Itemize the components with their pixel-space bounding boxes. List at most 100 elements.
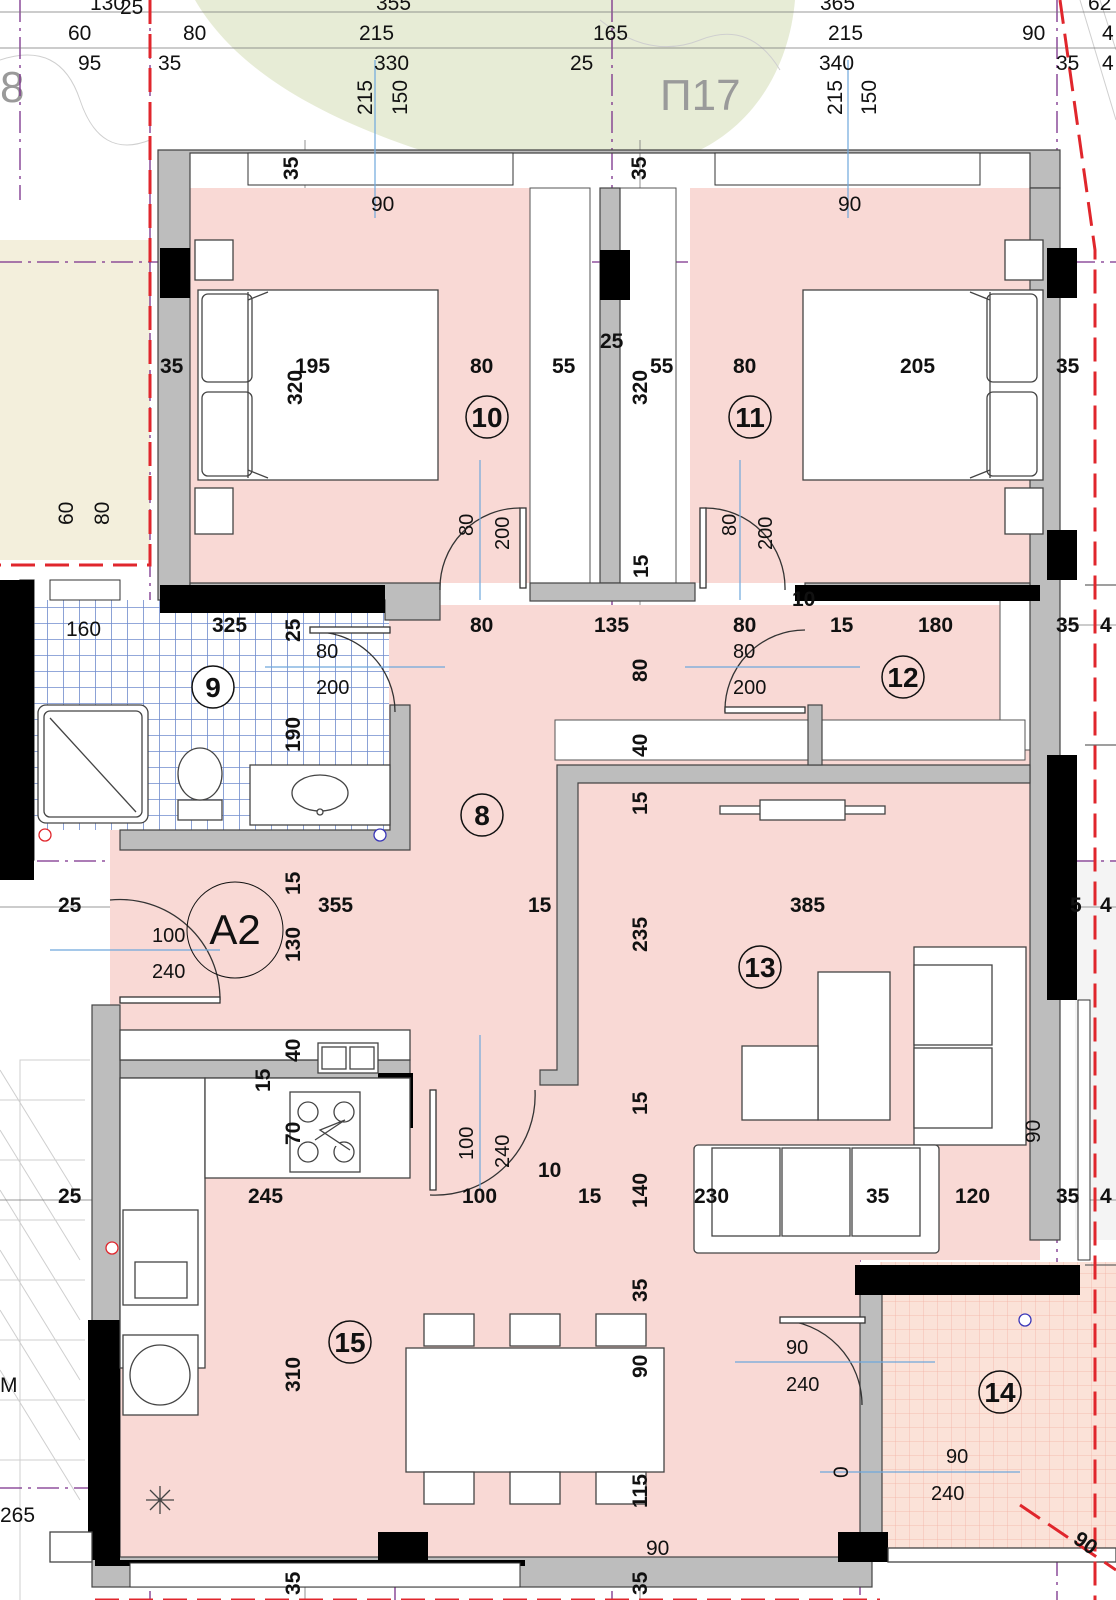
coffee-table xyxy=(741,971,891,1121)
top-dim-215-v2: 215 xyxy=(824,80,847,115)
dim-90g: 90 xyxy=(646,1537,669,1560)
kitchen-counter xyxy=(119,1029,411,1514)
dim-80c: 80 xyxy=(91,502,114,525)
room-number-13: 13 xyxy=(744,952,775,983)
top-dim-365: 365 xyxy=(820,0,855,15)
top-dim-355: 355 xyxy=(376,0,411,15)
dim-40a: 40 xyxy=(629,734,652,757)
dim-200d: 200 xyxy=(733,677,766,699)
dim-90b: 90 xyxy=(838,193,861,216)
room-number-11: 11 xyxy=(735,402,765,433)
sheet-tag: П17 xyxy=(660,71,741,120)
dim-M: М xyxy=(0,1374,18,1397)
dim-35b: 35 xyxy=(628,156,651,180)
dim-80h: 80 xyxy=(316,641,338,663)
dim-80j: 80 xyxy=(733,641,755,663)
armchair xyxy=(913,946,1027,1146)
top-dim-165: 165 xyxy=(593,22,628,45)
dim-130: 130 xyxy=(282,927,305,962)
dim-90a: 90 xyxy=(371,193,394,216)
room-label-8: 8 xyxy=(460,793,504,837)
dim-4a: 4 xyxy=(1100,614,1112,637)
dim-35a: 35 xyxy=(280,156,303,180)
door-11 xyxy=(704,507,786,591)
dim-25b: 25 xyxy=(282,618,305,642)
top-dimensions: 130 25 355 365 62 60 80 215 165 215 90 4… xyxy=(68,0,1114,115)
dim-15c: 15 xyxy=(629,791,652,815)
wardrobe-hall xyxy=(554,719,1026,761)
room-number-8: 8 xyxy=(474,800,490,831)
dim-205: 205 xyxy=(900,355,935,378)
room-label-11: 11 xyxy=(728,395,772,439)
dim-325: 325 xyxy=(212,614,247,637)
dim-70: 70 xyxy=(282,1122,305,1145)
room-label-13: 13 xyxy=(738,945,782,989)
closet-strip-10 xyxy=(529,187,591,584)
partition-10-11 xyxy=(599,187,621,584)
top-dim-215a: 215 xyxy=(359,22,394,45)
room-number-10: 10 xyxy=(471,402,502,433)
dim-195: 195 xyxy=(295,355,330,378)
dim-310: 310 xyxy=(282,1357,305,1392)
top-dim-80: 80 xyxy=(183,22,206,45)
dim-35i: 35 xyxy=(282,1571,305,1595)
dim-355: 355 xyxy=(318,894,353,917)
door-12 xyxy=(724,629,806,713)
dim-80f: 80 xyxy=(470,614,493,637)
dim-90e: 90 xyxy=(786,1337,808,1359)
dim-25d: 25 xyxy=(58,1185,82,1208)
top-dim-90: 90 xyxy=(1022,22,1045,45)
dim-200c: 200 xyxy=(316,677,349,699)
dim-135: 135 xyxy=(594,614,629,637)
tv-console xyxy=(719,799,886,821)
dim-320a: 320 xyxy=(284,370,307,405)
room-label-12: 12 xyxy=(881,655,925,699)
dim-245: 245 xyxy=(248,1185,283,1208)
top-dim-25: 25 xyxy=(120,0,143,19)
dim-35g: 35 xyxy=(1056,1185,1080,1208)
top-dim-330: 330 xyxy=(374,52,409,75)
dim-80d: 80 xyxy=(456,514,478,536)
toilet xyxy=(177,747,223,821)
dim-100b: 100 xyxy=(456,1127,478,1160)
top-dim-62: 62 xyxy=(1088,0,1111,15)
dim-235: 235 xyxy=(629,917,652,952)
shower-tray xyxy=(37,704,149,824)
dim-15a: 15 xyxy=(630,554,653,578)
dim-4c: 4 xyxy=(1100,1185,1112,1208)
top-dim-60: 60 xyxy=(68,22,91,45)
top-dim-4b: 4 xyxy=(1102,52,1114,75)
dim-35h: 35 xyxy=(629,1278,652,1302)
room-label-14: 14 xyxy=(978,1370,1022,1414)
dim-15f: 15 xyxy=(252,1068,275,1092)
furniture xyxy=(37,239,1116,1563)
dining-table xyxy=(405,1313,665,1505)
stair-railing xyxy=(49,1531,1116,1563)
dim-15h: 15 xyxy=(578,1185,602,1208)
door-kitchen xyxy=(429,1089,536,1196)
washbasin xyxy=(249,764,391,826)
apartment-label: A2 xyxy=(209,906,260,953)
dim-100c: 100 xyxy=(462,1185,497,1208)
dim-240c: 240 xyxy=(786,1374,819,1396)
dim-10b: 10 xyxy=(538,1159,561,1182)
dim-240b: 240 xyxy=(492,1135,514,1168)
top-dim-95: 95 xyxy=(78,52,101,75)
wall-closet-base xyxy=(529,582,696,602)
top-dim-340: 340 xyxy=(819,52,854,75)
dim-140: 140 xyxy=(629,1173,652,1208)
dim-90f: 90 xyxy=(946,1446,968,1468)
dim-385: 385 xyxy=(790,894,825,917)
door-10 xyxy=(439,507,521,591)
dim-4b: 4 xyxy=(1100,894,1112,917)
dim-240a: 240 xyxy=(152,961,185,983)
sheet-tag-left: 8 xyxy=(0,63,24,112)
dim-35e: 35 xyxy=(1056,614,1080,637)
sofa xyxy=(693,1144,940,1254)
wall-balcony-split xyxy=(859,1269,883,1561)
dim-35d: 35 xyxy=(1056,355,1080,378)
interior-dimensions: 35 35 90 90 35 195 320 80 55 25 320 55 8… xyxy=(0,156,1112,1595)
dim-200b: 200 xyxy=(755,517,777,550)
